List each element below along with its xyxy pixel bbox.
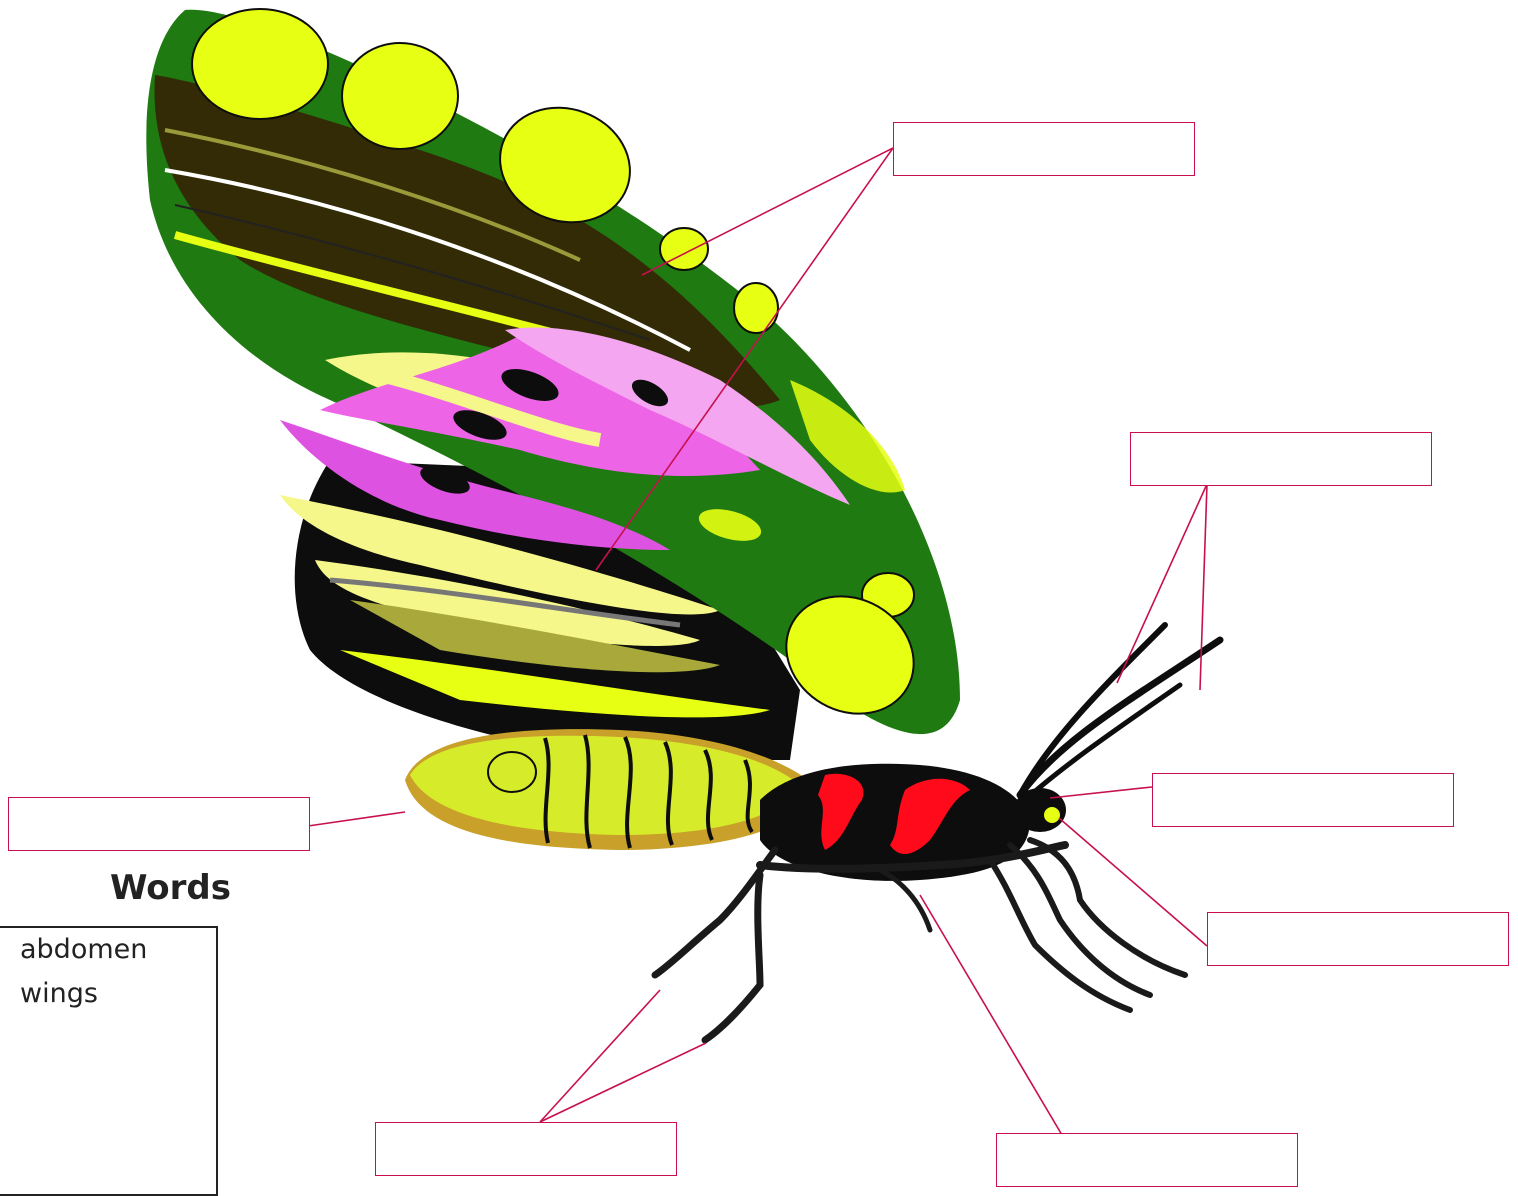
thorax-leader <box>920 895 1062 1135</box>
word-bank-item: abdomen <box>20 934 147 965</box>
eye <box>1043 806 1061 824</box>
legs-leader-1 <box>540 990 660 1122</box>
legs <box>655 840 1185 1040</box>
eye-label-box[interactable] <box>1207 912 1509 966</box>
legs-label-box[interactable] <box>375 1122 677 1176</box>
abdomen-leader <box>308 812 405 826</box>
antennae-leader-2 <box>1200 484 1207 690</box>
forewing-label-box[interactable] <box>893 122 1195 176</box>
abdomen-label-box[interactable] <box>8 797 310 851</box>
forewing-leader-1 <box>642 148 893 275</box>
word-bank: abdomen wings <box>0 926 218 1196</box>
antennae-leader-1 <box>1117 484 1207 683</box>
head-label-box[interactable] <box>1152 773 1454 827</box>
words-title: Words <box>110 868 231 908</box>
antennae-label-box[interactable] <box>1130 432 1432 486</box>
word-bank-item: wings <box>20 978 98 1009</box>
thorax-label-box[interactable] <box>996 1133 1298 1187</box>
head-leader <box>1050 787 1152 798</box>
legs-leader-2 <box>540 1043 706 1122</box>
eye-leader <box>1059 818 1207 946</box>
